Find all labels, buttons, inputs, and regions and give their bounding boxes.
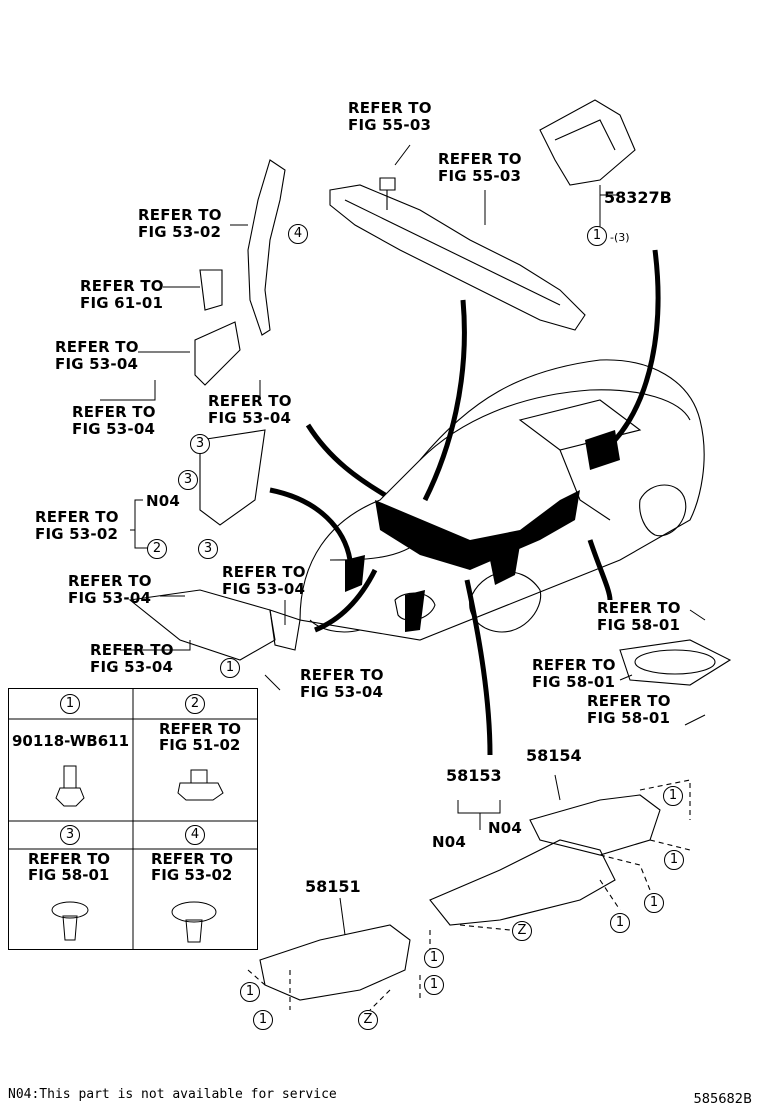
cowl-panel bbox=[329, 177, 586, 331]
n04-label-58153-b: N04 bbox=[488, 819, 523, 837]
refer-fig-53-04-b[interactable]: REFER TO FIG 53-04 bbox=[72, 403, 156, 438]
refer-fig-53-04-a[interactable]: REFER TO FIG 53-04 bbox=[55, 338, 139, 373]
callout-3-a: 3 bbox=[190, 434, 210, 454]
refer-fig-53-04-e[interactable]: REFER TO FIG 53-04 bbox=[68, 572, 152, 607]
refer-fig-55-03-bolt[interactable]: REFER TO FIG 55-03 bbox=[348, 99, 432, 134]
quantity-note: -(3) bbox=[610, 231, 630, 244]
legend-refer-fig-51-02[interactable]: REFER TO FIG 51-02 bbox=[159, 720, 242, 754]
refer-fig-53-04-d[interactable]: REFER TO FIG 53-04 bbox=[222, 563, 306, 598]
callout-z-right: Z bbox=[512, 921, 532, 941]
callout-3-c: 3 bbox=[198, 539, 218, 559]
car-illustration bbox=[299, 359, 705, 641]
callout-1-top: 1 bbox=[587, 226, 607, 246]
part-number-58154: 58154 bbox=[526, 746, 582, 765]
pointer-arcs bbox=[269, 249, 661, 756]
part-number-58151: 58151 bbox=[305, 877, 361, 896]
callout-1-m1: 1 bbox=[424, 948, 444, 968]
highlighted-parts bbox=[345, 430, 620, 632]
refer-fig-53-02-side[interactable]: REFER TO FIG 53-02 bbox=[35, 508, 119, 543]
insulator-58151 bbox=[259, 924, 411, 1001]
part-number-58327b: 58327B bbox=[604, 188, 672, 207]
legend-refer-fig-58-01[interactable]: REFER TO FIG 58-01 bbox=[28, 850, 111, 884]
insulator-58153 bbox=[429, 839, 616, 926]
callout-4: 4 bbox=[288, 224, 308, 244]
callout-1-r2: 1 bbox=[664, 850, 684, 870]
part-number-58153: 58153 bbox=[446, 766, 502, 785]
footnote-n04: N04:This part is not available for servi… bbox=[8, 1087, 337, 1102]
leader-dashes bbox=[247, 779, 691, 1011]
callout-1-r3: 1 bbox=[644, 893, 664, 913]
callout-1-r1: 1 bbox=[663, 786, 683, 806]
small-bracket-61-01 bbox=[199, 269, 223, 311]
callout-1-left: 1 bbox=[220, 658, 240, 678]
legend-grid bbox=[8, 688, 258, 950]
insulator-58327b bbox=[539, 99, 636, 186]
silencer-pad bbox=[619, 639, 732, 686]
lower-bracket bbox=[269, 609, 301, 651]
callout-3-b: 3 bbox=[178, 470, 198, 490]
leader-lines bbox=[100, 144, 706, 936]
legend-callout-3: 3 bbox=[60, 825, 80, 845]
legend-callout-4: 4 bbox=[185, 825, 205, 845]
refer-fig-58-01-c[interactable]: REFER TO FIG 58-01 bbox=[587, 692, 671, 727]
lower-shield bbox=[128, 589, 276, 661]
callout-z-left: Z bbox=[358, 1010, 378, 1030]
illustration-code: 585682B bbox=[693, 1092, 752, 1107]
bracket-53-04 bbox=[194, 321, 241, 386]
refer-fig-58-01-a[interactable]: REFER TO FIG 58-01 bbox=[597, 599, 681, 634]
refer-fig-53-04-f[interactable]: REFER TO FIG 53-04 bbox=[90, 641, 174, 676]
refer-fig-55-03-cowl[interactable]: REFER TO FIG 55-03 bbox=[438, 150, 522, 185]
side-shield bbox=[199, 429, 266, 526]
n04-label-side: N04 bbox=[146, 492, 181, 510]
callout-1-m2: 1 bbox=[424, 975, 444, 995]
fastener-legend-table: 1 2 3 4 90118-WB611 REFER TO FIG 51-02 R… bbox=[8, 688, 258, 950]
refer-fig-53-02-top[interactable]: REFER TO FIG 53-02 bbox=[138, 206, 222, 241]
callout-1-l1: 1 bbox=[240, 982, 260, 1002]
refer-fig-61-01[interactable]: REFER TO FIG 61-01 bbox=[80, 277, 164, 312]
legend-refer-fig-53-02[interactable]: REFER TO FIG 53-02 bbox=[151, 850, 234, 884]
callout-2: 2 bbox=[147, 539, 167, 559]
legend-part-90118-wb611[interactable]: 90118-WB611 bbox=[12, 732, 130, 750]
insulator-58154 bbox=[529, 794, 661, 856]
n04-label-58153-a: N04 bbox=[432, 833, 467, 851]
refer-fig-53-04-g[interactable]: REFER TO FIG 53-04 bbox=[300, 666, 384, 701]
left-tall-bracket bbox=[247, 159, 286, 336]
legend-callout-1: 1 bbox=[60, 694, 80, 714]
refer-fig-53-04-c[interactable]: REFER TO FIG 53-04 bbox=[208, 392, 292, 427]
refer-fig-58-01-b[interactable]: REFER TO FIG 58-01 bbox=[532, 656, 616, 691]
callout-1-l2: 1 bbox=[253, 1010, 273, 1030]
legend-callout-2: 2 bbox=[185, 694, 205, 714]
callout-1-r4: 1 bbox=[610, 913, 630, 933]
